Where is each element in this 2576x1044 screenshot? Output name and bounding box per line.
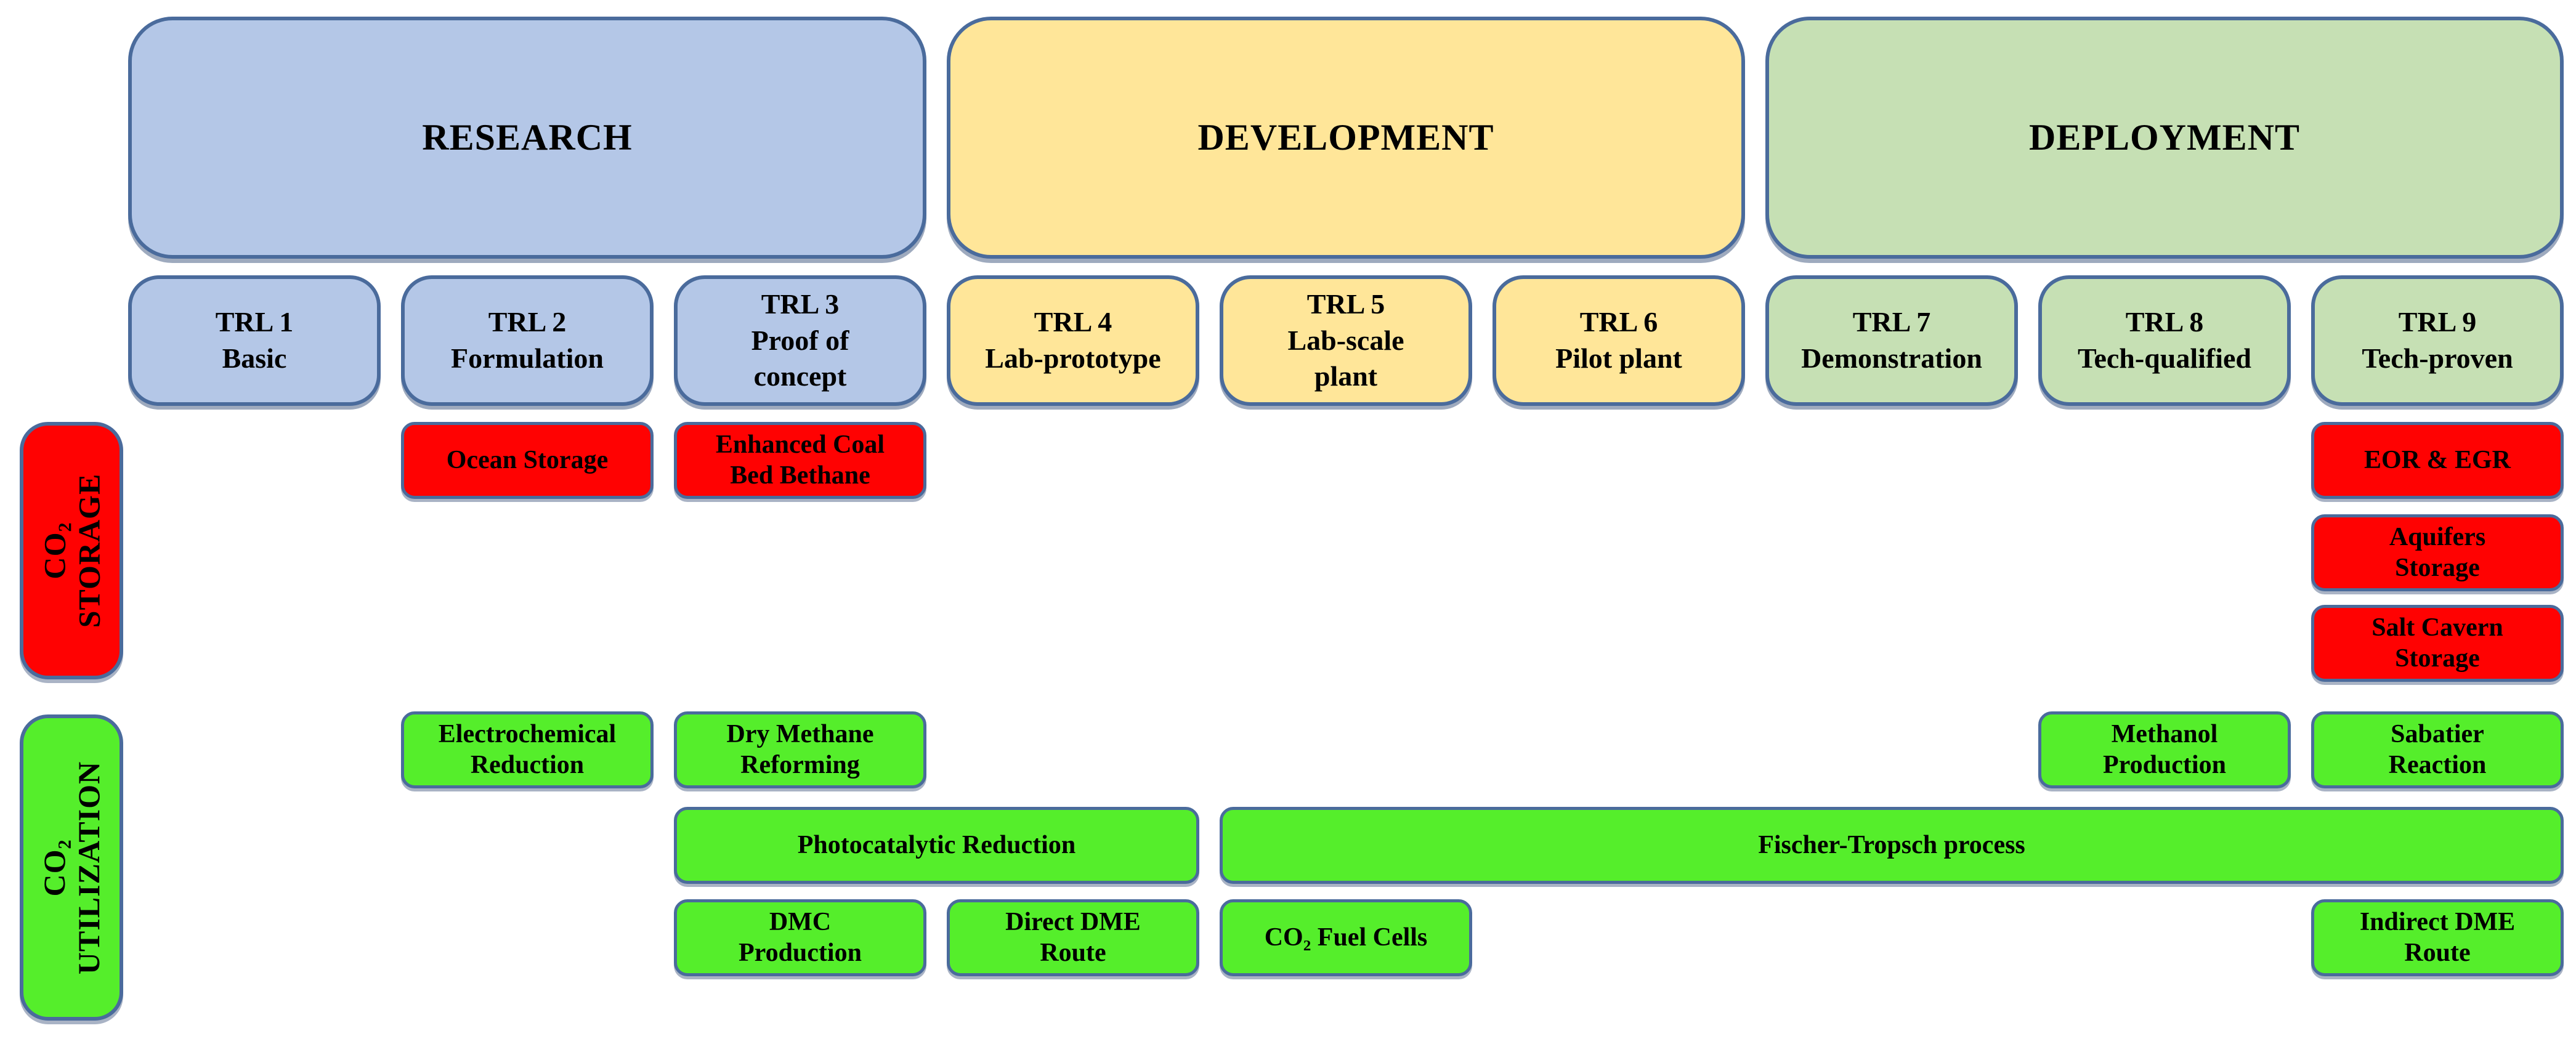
item-co2-fuel-cells: CO₂ Fuel Cells (1220, 899, 1472, 976)
phase-research-label: RESEARCH (422, 117, 633, 158)
item-aquifers-storage-label: Aquifers Storage (2389, 522, 2486, 582)
trl-4-label: TRL 4 Lab-prototype (985, 306, 1161, 374)
item-electrochemical-reduction: Electrochemical Reduction (401, 711, 654, 788)
item-indirect-dme-route-label: Indirect DME Route (2359, 907, 2516, 967)
item-enhanced-coal-bed-bethane: Enhanced Coal Bed Bethane (674, 422, 926, 499)
item-indirect-dme-route: Indirect DME Route (2311, 899, 2564, 976)
item-dry-methane-reforming: Dry Methane Reforming (674, 711, 926, 788)
item-dmc-production: DMC Production (674, 899, 926, 976)
trl-3-label: TRL 3 Proof of concept (751, 288, 849, 392)
trl-6-label: TRL 6 Pilot plant (1555, 306, 1682, 374)
item-sabatier-reaction-label: Sabatier Reaction (2388, 719, 2487, 779)
item-ocean-storage-label: Ocean Storage (446, 445, 609, 474)
phase-development-label: DEVELOPMENT (1197, 117, 1494, 158)
item-eor-egr: EOR & EGR (2311, 422, 2564, 499)
group-co2-utilization: CO₂ UTILIZATION (20, 714, 123, 1021)
item-ocean-storage: Ocean Storage (401, 422, 654, 499)
item-salt-cavern-storage-label: Salt Cavern Storage (2371, 613, 2503, 673)
trl-7-label: TRL 7 Demonstration (1801, 306, 1982, 374)
trl-2-label: TRL 2 Formulation (451, 306, 604, 374)
phase-deployment: DEPLOYMENT (1765, 17, 2564, 259)
trl-2-box: TRL 2 Formulation (401, 275, 654, 406)
trl-1-label: TRL 1 Basic (215, 306, 294, 374)
item-eor-egr-label: EOR & EGR (2363, 445, 2511, 474)
phase-deployment-label: DEPLOYMENT (2028, 117, 2301, 158)
item-photocatalytic-reduction-label: Photocatalytic Reduction (797, 830, 1076, 859)
trl-8-label: TRL 8 Tech-qualified (2077, 306, 2252, 374)
trl-9-box: TRL 9 Tech-proven (2311, 275, 2564, 406)
trl-4-box: TRL 4 Lab-prototype (947, 275, 1199, 406)
item-sabatier-reaction: Sabatier Reaction (2311, 711, 2564, 788)
trl-5-box: TRL 5 Lab-scale plant (1220, 275, 1472, 406)
trl-8-box: TRL 8 Tech-qualified (2038, 275, 2291, 406)
trl-3-box: TRL 3 Proof of concept (674, 275, 926, 406)
item-direct-dme-route-label: Direct DME Route (1005, 907, 1141, 967)
item-fischer-tropsch-process: Fischer-Tropsch process (1220, 807, 2564, 884)
trl-6-box: TRL 6 Pilot plant (1493, 275, 1745, 406)
group-co2-storage-label: CO₂ STORAGE (37, 473, 107, 628)
item-co2-fuel-cells-label: CO₂ Fuel Cells (1264, 923, 1428, 952)
phase-research: RESEARCH (128, 17, 926, 259)
item-methanol-production-label: Methanol Production (2103, 719, 2226, 779)
item-enhanced-coal-bed-bethane-label: Enhanced Coal Bed Bethane (715, 430, 885, 490)
trl-5-label: TRL 5 Lab-scale plant (1287, 288, 1404, 392)
trl-7-box: TRL 7 Demonstration (1765, 275, 2018, 406)
item-methanol-production: Methanol Production (2038, 711, 2291, 788)
group-co2-storage: CO₂ STORAGE (20, 422, 123, 679)
item-aquifers-storage: Aquifers Storage (2311, 514, 2564, 591)
group-co2-utilization-label: CO₂ UTILIZATION (37, 761, 106, 974)
item-dmc-production-label: DMC Production (739, 907, 862, 967)
trl-9-label: TRL 9 Tech-proven (2362, 306, 2513, 374)
item-direct-dme-route: Direct DME Route (947, 899, 1199, 976)
item-salt-cavern-storage: Salt Cavern Storage (2311, 605, 2564, 682)
trl-1-box: TRL 1 Basic (128, 275, 381, 406)
item-fischer-tropsch-process-label: Fischer-Tropsch process (1758, 830, 2025, 859)
item-electrochemical-reduction-label: Electrochemical Reduction (438, 719, 617, 779)
phase-development: DEVELOPMENT (947, 17, 1745, 259)
item-dry-methane-reforming-label: Dry Methane Reforming (726, 719, 874, 779)
item-photocatalytic-reduction: Photocatalytic Reduction (674, 807, 1199, 884)
